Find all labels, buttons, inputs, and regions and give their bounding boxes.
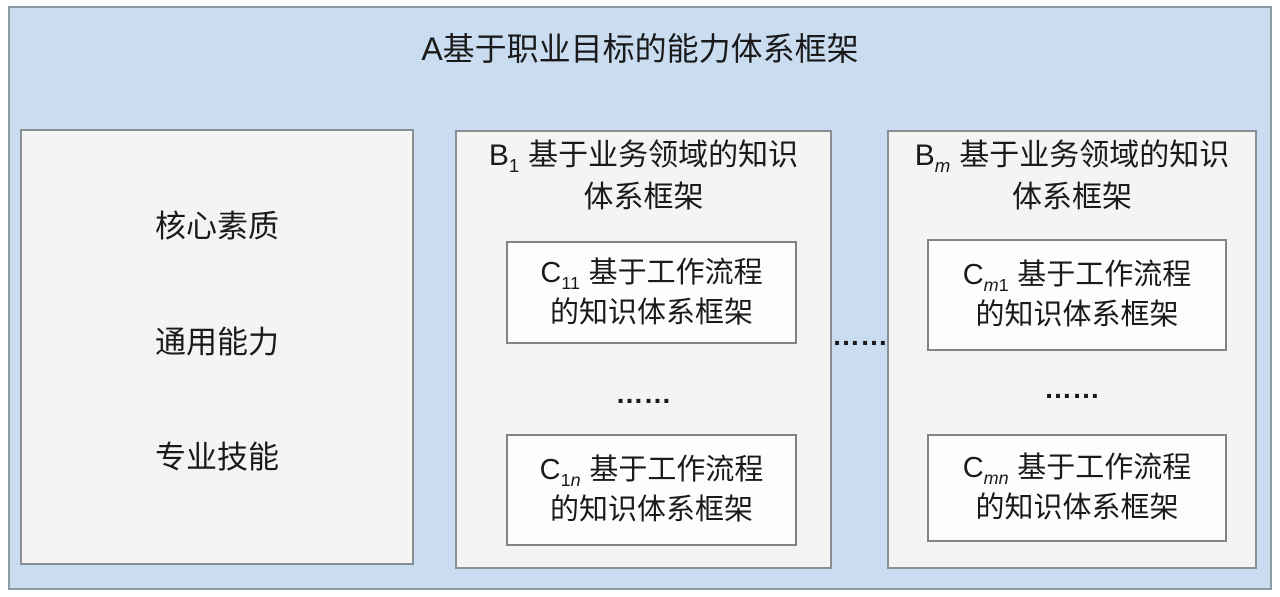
domain-panel-bm-heading: Bm 基于业务领域的知识体系框架 [889, 132, 1255, 219]
cm1-subscript: m1 [984, 275, 1009, 295]
c1n-line2: 的知识体系框架 [549, 494, 753, 526]
b1-letter: B [488, 139, 509, 172]
c1n-subscript-2: n [570, 469, 581, 490]
bm-letter: B [914, 139, 935, 172]
workflow-box-cmn: Cmn 基于工作流程的知识体系框架 [927, 434, 1227, 542]
cm1-letter: C [962, 259, 984, 291]
cm1-line1: 基于工作流程 [1017, 259, 1192, 291]
vertical-ellipsis-b1: …… [615, 378, 672, 409]
workflow-box-cm1-label: Cm1 基于工作流程的知识体系框架 [963, 255, 1192, 335]
cm1-subscript-1: m [983, 274, 999, 295]
c1n-letter: C [539, 454, 561, 486]
workflow-box-c11-label: C11 基于工作流程的知识体系框架 [540, 253, 762, 333]
competency-item-core-quality: 核心素质 [155, 209, 279, 245]
framework-title: A基于职业目标的能力体系框架 [421, 31, 859, 67]
c1n-line1: 基于工作流程 [589, 454, 764, 486]
b1-subscript: 1 [508, 155, 520, 176]
workflow-box-cmn-label: Cmn 基于工作流程的知识体系框架 [963, 448, 1192, 528]
c11-line2: 的知识体系框架 [549, 296, 753, 329]
b1-heading-line1: 基于业务领域的知识 [528, 139, 799, 172]
workflow-box-cm1: Cm1 基于工作流程的知识体系框架 [927, 239, 1227, 351]
cmn-line2: 的知识体系框架 [975, 492, 1179, 524]
workflow-box-c1n-label: C1n 基于工作流程的知识体系框架 [540, 450, 764, 530]
workflow-box-c1n: C1n 基于工作流程的知识体系框架 [506, 434, 797, 546]
horizontal-ellipsis-between-panels: …… [832, 320, 888, 351]
competency-item-professional-skill: 专业技能 [155, 439, 279, 475]
c1n-subscript-1: 1 [560, 469, 571, 490]
c11-subscript: 11 [561, 272, 580, 292]
c11-line1: 基于工作流程 [588, 256, 763, 289]
cmn-subscript: mn [984, 468, 1009, 488]
c11-subscript-2: 1 [569, 272, 580, 293]
workflow-box-c11: C11 基于工作流程的知识体系框架 [506, 241, 797, 344]
cmn-line1: 基于工作流程 [1017, 452, 1192, 484]
cmn-subscript-2: n [998, 467, 1009, 488]
vertical-ellipsis-bm: …… [1044, 373, 1100, 404]
competency-item-general-ability: 通用能力 [155, 324, 279, 360]
cm1-line2: 的知识体系框架 [975, 299, 1179, 331]
domain-panel-b1-heading: B1 基于业务领域的知识体系框架 [457, 132, 830, 219]
c11-letter: C [540, 256, 562, 289]
c1n-subscript: 1n [561, 470, 581, 490]
bm-heading-line2: 体系框架 [1012, 181, 1132, 214]
b1-heading-line2: 体系框架 [583, 181, 704, 214]
c11-subscript-1: 1 [561, 272, 570, 293]
cmn-letter: C [962, 452, 984, 484]
bm-subscript: m [934, 155, 951, 176]
cm1-subscript-2: 1 [998, 274, 1009, 295]
bm-heading-line1: 基于业务领域的知识 [959, 139, 1230, 172]
competency-panel: 核心素质 通用能力 专业技能 [20, 129, 414, 565]
cmn-subscript-1: m [983, 467, 999, 488]
